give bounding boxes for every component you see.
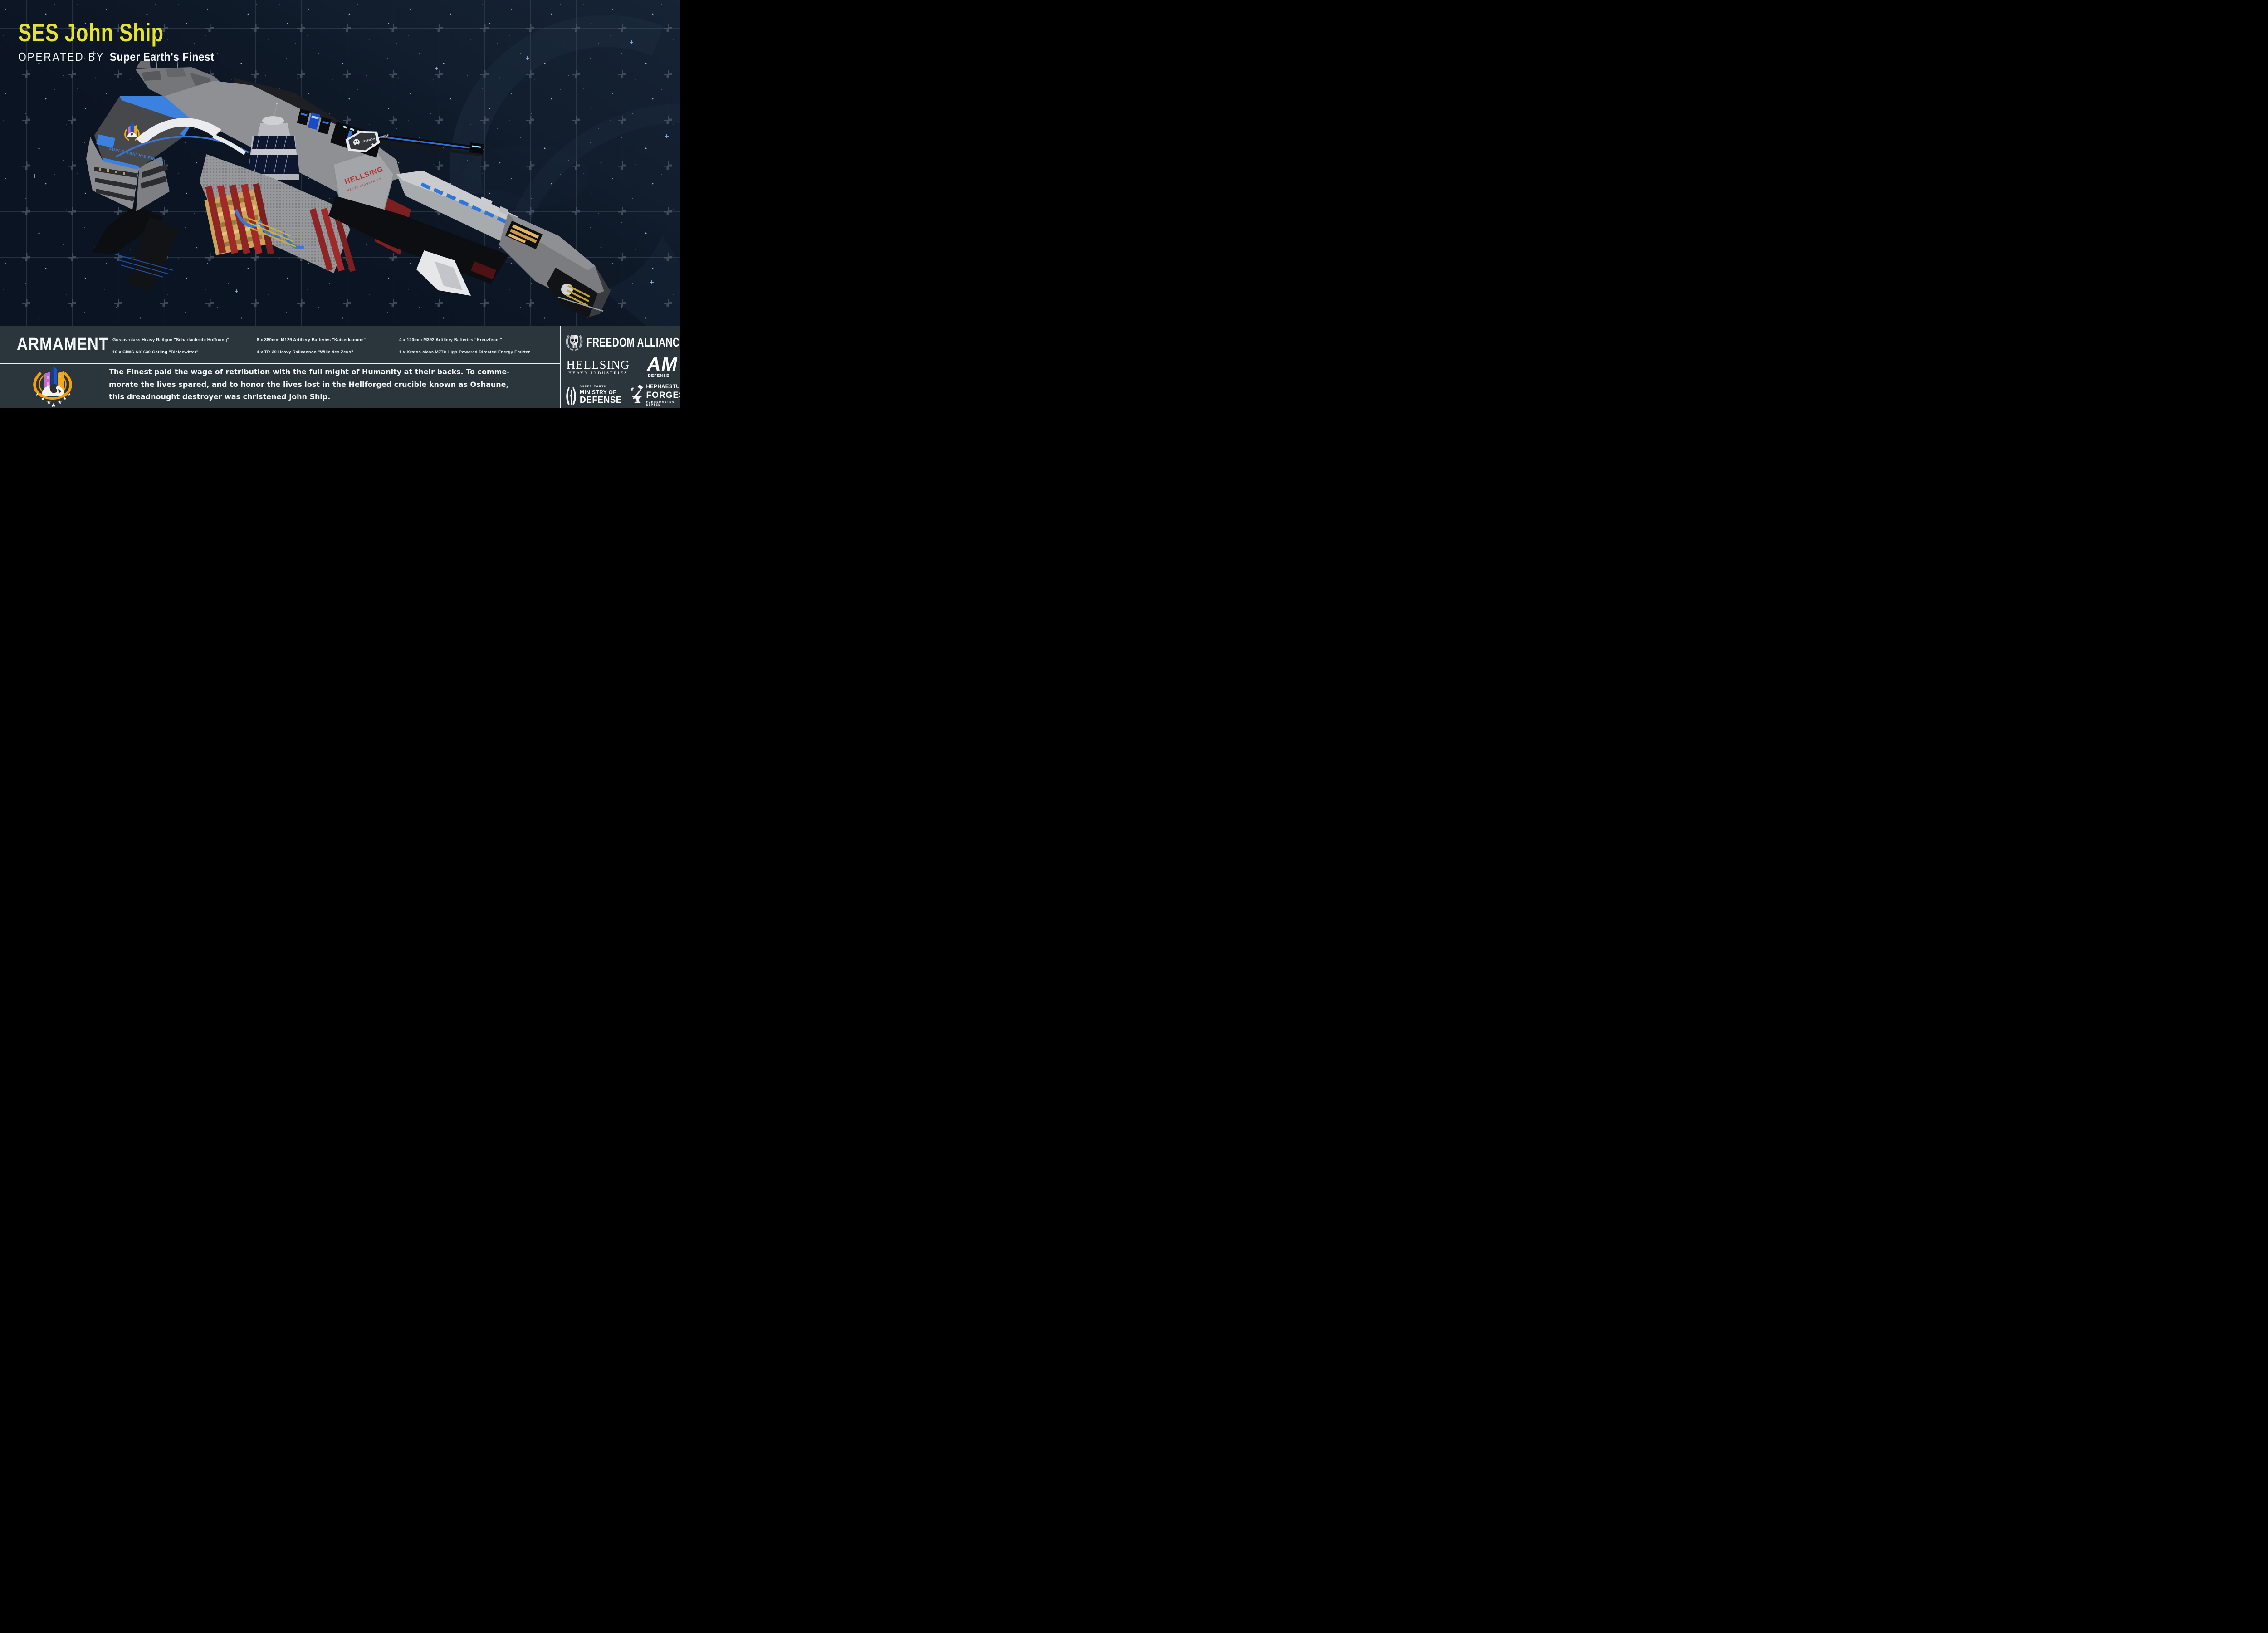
armament-item: 8 x 380mm M129 Artillery Batteries "Kais… — [257, 337, 366, 342]
svg-text:Σ: Σ — [635, 400, 638, 403]
header: SES John Ship OPERATED BY Super Earth's … — [18, 20, 241, 64]
hellsing-logo: HELLSING HEAVY INDUSTRIES — [564, 359, 633, 376]
ministry-top: SUPER EARTH — [579, 385, 607, 388]
svg-text:★: ★ — [35, 392, 39, 396]
ship-render: SUPER EARTH'S FINEST — [86, 54, 611, 318]
svg-text:★: ★ — [46, 399, 51, 406]
svg-text:★: ★ — [57, 399, 62, 406]
ministry-eagle-icon — [565, 386, 577, 408]
armament-item: Gustav-class Heavy Railgun "Scharlachrot… — [112, 337, 230, 342]
description-line: morate the lives spared, and to honor th… — [109, 380, 509, 389]
armament-item: 1 x Kratos-class M770 High-Powered Direc… — [399, 350, 530, 355]
armament-item: 4 x 120mm M392 Artillery Batteries "Kreu… — [399, 337, 503, 342]
hephaestus-bottom: FORGEMASTER SEPTEM — [646, 401, 675, 406]
am-defense-name: AM — [645, 353, 680, 375]
armament-column-3: 4 x 120mm M392 Artillery Batteries "Kreu… — [399, 334, 530, 358]
am-defense-sub: DEFENSE — [648, 373, 670, 378]
svg-text:★: ★ — [41, 396, 45, 401]
svg-text:★: ★ — [63, 396, 67, 401]
space-background: SUPER EARTH'S FINEST — [0, 0, 680, 408]
operated-by-label: OPERATED BY — [18, 50, 105, 64]
hephaestus-forges-logo: Σ HEPHAESTUS FORGES FORGEMASTER SEPTEM — [630, 384, 681, 408]
ship-description: The Finest paid the wage of retribution … — [109, 366, 510, 403]
logo-panel: FREEDOM ALLIANCE HELLSING HEAVY INDUSTRI… — [561, 326, 680, 408]
hellsing-name: HELLSING — [566, 358, 630, 372]
anvil-hammer-icon: Σ — [630, 384, 645, 408]
hephaestus-mid: FORGES — [646, 390, 681, 400]
armament-heading: ARMAMENT — [17, 335, 109, 354]
armament-column-2: 8 x 380mm M129 Artillery Batteries "Kais… — [257, 334, 366, 358]
operator-name: Super Earth's Finest — [109, 50, 215, 64]
svg-text:★: ★ — [51, 402, 56, 407]
freedom-alliance-skull-icon — [565, 332, 584, 354]
ministry-mid: MINISTRY OF — [579, 389, 616, 396]
freedom-alliance-name: FREEDOM ALLIANCE — [586, 335, 681, 349]
armament-item: 4 x TR-39 Heavy Railcannon "Wille des Ze… — [257, 350, 353, 355]
poster: SUPER EARTH'S FINEST — [0, 0, 680, 408]
finest-emblem: ★ ★ ★ ★ ★ ★ ★ — [27, 366, 78, 408]
ministry-bottom: DEFENSE — [579, 395, 622, 405]
ship-title: SES John Ship — [18, 18, 164, 47]
horizontal-divider — [0, 363, 560, 364]
armament-section: ARMAMENT Gustav-class Heavy Railgun "Sch… — [0, 326, 560, 363]
armament-column-1: Gustav-class Heavy Railgun "Scharlachrot… — [112, 334, 229, 358]
description-line: The Finest paid the wage of retribution … — [109, 367, 510, 376]
am-defense-logo: AM DEFENSE — [645, 353, 680, 378]
hephaestus-top: HEPHAESTUS — [646, 384, 681, 390]
info-panel: ARMAMENT Gustav-class Heavy Railgun "Sch… — [0, 326, 680, 408]
svg-text:★: ★ — [68, 392, 71, 396]
ministry-of-defense-logo: SUPER EARTH MINISTRY OF DEFENSE — [565, 385, 624, 408]
armament-item: 10 x CIWS AK-630 Gatling "Bleigewitter" — [112, 350, 199, 355]
vertical-divider — [560, 326, 561, 408]
hellsing-sub: HEAVY INDUSTRIES — [568, 371, 628, 376]
description-line: this dreadnought destroyer was christene… — [109, 392, 331, 401]
operator-line: OPERATED BY Super Earth's Finest — [18, 50, 214, 64]
